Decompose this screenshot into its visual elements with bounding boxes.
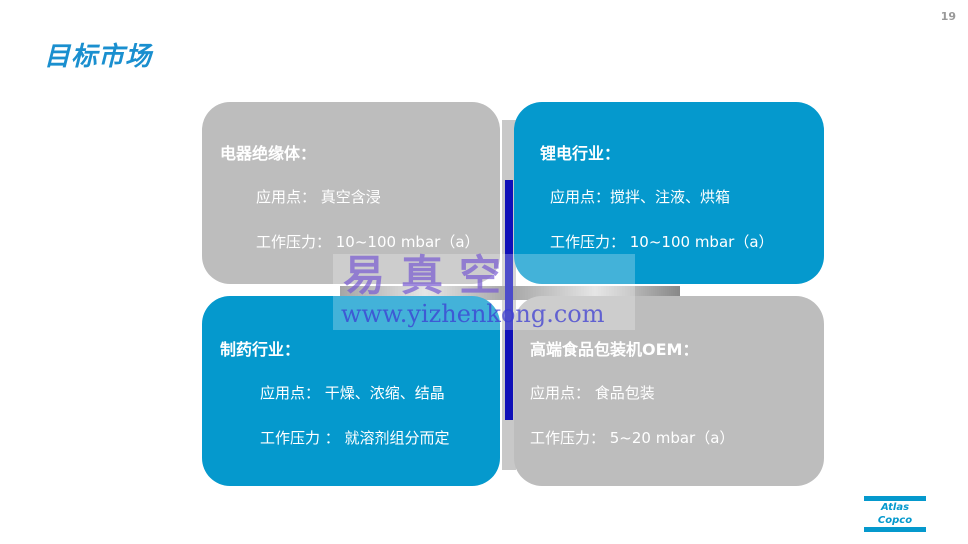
page-number: 19	[940, 10, 956, 23]
card-heading: 电器绝缘体：	[220, 144, 317, 163]
card-heading: 制药行业：	[220, 340, 301, 359]
card-heading: 锂电行业：	[540, 144, 621, 163]
card-lithium-battery: 锂电行业： 应用点：搅拌、注液、烘箱 工作压力： 10~100 mbar（a）	[514, 102, 824, 284]
center-cross-accent	[505, 180, 513, 420]
card-heading: 高端食品包装机OEM：	[530, 340, 699, 359]
card-application: 应用点： 干燥、浓缩、结晶	[260, 384, 445, 402]
card-pharmaceutical: 制药行业： 应用点： 干燥、浓缩、结晶 工作压力 ： 就溶剂组分而定	[202, 296, 500, 486]
card-pressure: 工作压力 ： 就溶剂组分而定	[260, 429, 450, 447]
card-application: 应用点：搅拌、注液、烘箱	[550, 188, 731, 206]
page-title: 目标市场	[44, 42, 153, 72]
card-pressure: 工作压力： 5~20 mbar（a）	[530, 429, 735, 447]
card-food-packaging: 高端食品包装机OEM： 应用点： 食品包装 工作压力： 5~20 mbar（a）	[514, 296, 824, 486]
card-application: 应用点： 真空含浸	[256, 188, 381, 206]
card-electrical-insulation: 电器绝缘体： 应用点： 真空含浸 工作压力： 10~100 mbar（a）	[202, 102, 500, 284]
card-pressure: 工作压力： 10~100 mbar（a）	[256, 233, 480, 251]
card-pressure: 工作压力： 10~100 mbar（a）	[550, 233, 774, 251]
card-application: 应用点： 食品包装	[530, 384, 655, 402]
atlas-copco-logo: Atlas Copco	[864, 496, 926, 532]
